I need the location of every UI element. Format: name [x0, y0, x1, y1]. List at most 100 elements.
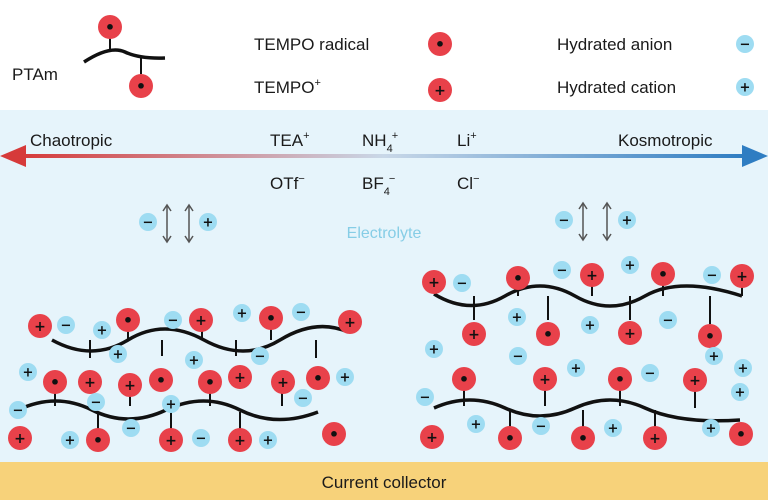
hydrated-cation-icon: +: [508, 308, 526, 326]
svg-text:•: •: [156, 371, 166, 390]
svg-text:+: +: [165, 433, 177, 449]
tempo-radical-icon: •: [43, 370, 67, 394]
svg-text:−: −: [707, 269, 718, 284]
ion-exchange-left: − +: [139, 203, 217, 244]
svg-text:+: +: [428, 275, 440, 291]
hydrated-cation-icon: +: [19, 363, 37, 381]
ions-layer: + − + • − + + • − + + • + + + • + • + − …: [8, 256, 754, 452]
svg-text:+: +: [434, 83, 446, 99]
polymer-chain: [433, 284, 743, 308]
ptam-icon: • •: [83, 15, 166, 98]
hydrated-anion-icon: −: [659, 311, 677, 329]
svg-text:+: +: [586, 268, 598, 284]
svg-text:+: +: [709, 350, 720, 365]
svg-text:−: −: [663, 314, 674, 329]
svg-text:+: +: [622, 214, 633, 229]
svg-text:+: +: [203, 216, 214, 231]
svg-text:+: +: [166, 398, 177, 413]
hydrated-cation-icon: +: [736, 78, 754, 96]
svg-text:−: −: [420, 391, 431, 406]
svg-text:•: •: [543, 325, 553, 344]
ptam-tempo-radical-bottom: •: [129, 74, 153, 98]
hydrated-cation-icon: +: [467, 415, 485, 433]
hydrated-cation-icon: +: [93, 321, 111, 339]
svg-text:−: −: [645, 367, 656, 382]
svg-text:+: +: [65, 434, 76, 449]
hydrated-cation-icon: +: [336, 368, 354, 386]
svg-text:+: +: [706, 422, 717, 437]
tempo-radical-icon: •: [608, 367, 632, 391]
tempo-plus-icon: +: [338, 310, 362, 334]
exchange-anion: −: [555, 211, 573, 229]
tempo-plus-icon: +: [159, 428, 183, 452]
svg-text:+: +: [23, 366, 34, 381]
svg-text:+: +: [471, 418, 482, 433]
tempo-radical-icon: •: [86, 428, 110, 452]
svg-text:+: +: [277, 375, 289, 391]
svg-text:•: •: [123, 311, 133, 330]
tempo-plus-icon: +: [189, 308, 213, 332]
svg-text:•: •: [513, 269, 523, 288]
hydrated-cation-label: Hydrated cation: [557, 78, 676, 97]
svg-text:•: •: [705, 327, 715, 346]
tempo-radical-icon: •: [116, 308, 140, 332]
hydrated-cation-icon: +: [731, 383, 749, 401]
svg-text:+: +: [195, 313, 207, 329]
hydrated-cation-icon: +: [621, 256, 639, 274]
tempo-radical-icon: •: [498, 426, 522, 450]
hydrated-anion-icon: −: [553, 261, 571, 279]
tempo-plus-icon: +: [618, 321, 642, 345]
tempo-plus-icon: +: [271, 370, 295, 394]
tempo-radical-icon: •: [149, 368, 173, 392]
svg-text:+: +: [189, 354, 200, 369]
svg-text:+: +: [14, 431, 26, 447]
svg-text:•: •: [329, 425, 339, 444]
tempo-plus-icon: +: [580, 263, 604, 287]
tempo-plus-icon: +: [228, 428, 252, 452]
svg-text:−: −: [457, 277, 468, 292]
svg-text:−: −: [536, 420, 547, 435]
tempo-plus-icon: +: [78, 370, 102, 394]
double-arrow-icon: [162, 203, 194, 244]
svg-text:+: +: [571, 362, 582, 377]
hydrated-anion-icon: −: [294, 389, 312, 407]
svg-text:+: +: [585, 319, 596, 334]
tempo-radical-icon: •: [651, 262, 675, 286]
svg-text:•: •: [736, 425, 746, 444]
svg-text:•: •: [50, 373, 60, 392]
anion-bf4: BF4−: [362, 173, 395, 198]
legend: • • PTAm TEMPO radical • TEMPO+ + Hydrat…: [12, 15, 754, 102]
svg-text:+: +: [429, 343, 440, 358]
hydrated-cation-icon: +: [581, 316, 599, 334]
svg-text:+: +: [689, 373, 701, 389]
hydrated-anion-icon: −: [251, 347, 269, 365]
svg-text:•: •: [93, 431, 103, 450]
current-collector-label: Current collector: [322, 473, 447, 492]
hydrated-cation-icon: +: [705, 347, 723, 365]
svg-text:+: +: [736, 269, 748, 285]
svg-text:−: −: [91, 396, 102, 411]
tempo-radical-icon: •: [536, 322, 560, 346]
tempo-radical-icon: •: [506, 266, 530, 290]
tempo-plus-icon: +: [422, 270, 446, 294]
double-arrow-icon: [578, 201, 612, 242]
svg-text:+: +: [740, 81, 751, 96]
svg-text:−: −: [296, 306, 307, 321]
ptam-label: PTAm: [12, 65, 58, 84]
svg-text:+: +: [512, 311, 523, 326]
hydrated-anion-icon: −: [736, 35, 754, 53]
svg-text:−: −: [61, 319, 72, 334]
svg-text:+: +: [124, 378, 136, 394]
tempo-plus-icon: +: [228, 365, 252, 389]
ptam-tempo-radical-top: •: [98, 15, 122, 39]
hydrated-cation-icon: +: [259, 431, 277, 449]
svg-text:−: −: [168, 314, 179, 329]
kosmotropic-label: Kosmotropic: [618, 131, 713, 150]
svg-text:−: −: [255, 350, 266, 365]
svg-text:+: +: [539, 372, 551, 388]
ion-exchange-right: − +: [555, 201, 636, 242]
hofmeister-arrow: [0, 145, 768, 167]
svg-text:+: +: [426, 430, 438, 446]
anion-otf: OTf−: [270, 173, 305, 193]
tempo-radical-icon: •: [306, 366, 330, 390]
